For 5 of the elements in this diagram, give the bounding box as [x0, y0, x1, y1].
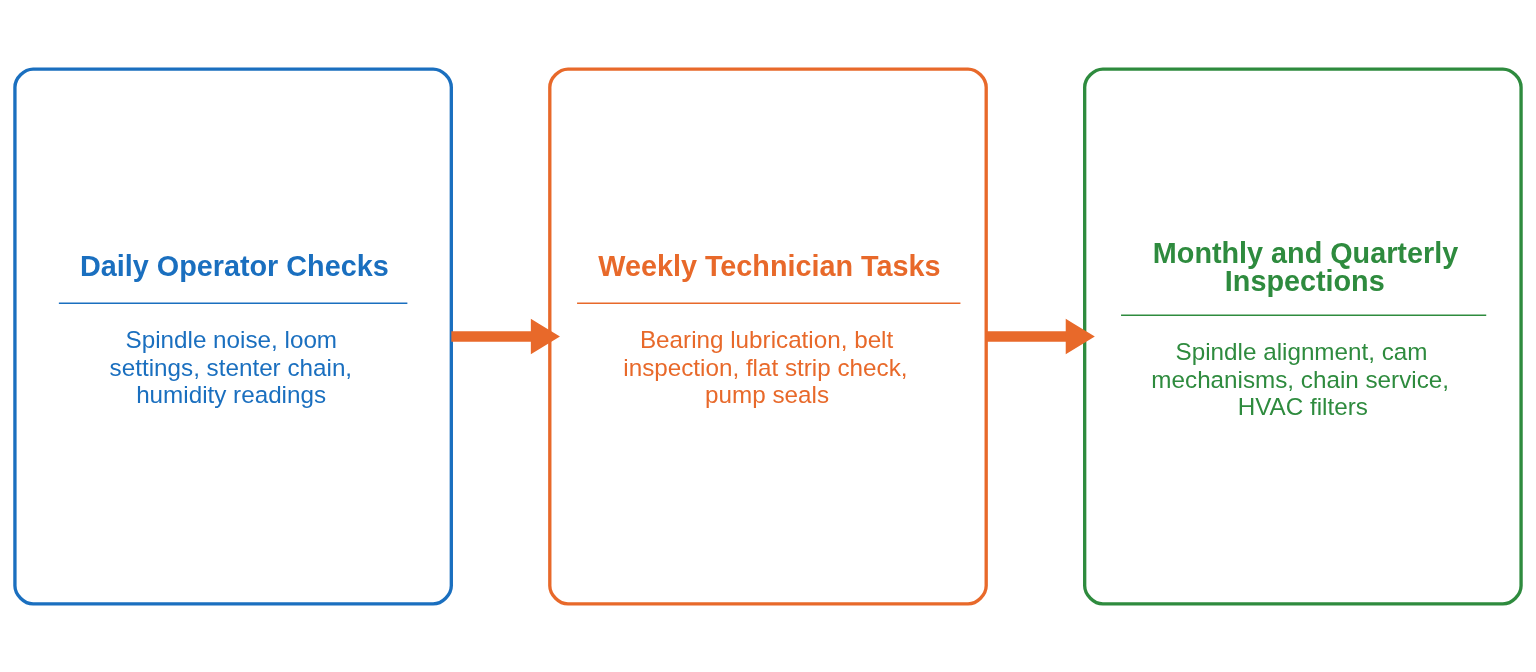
node-box: Monthly and Quarterly Inspections Spindle alignment, cam mechanisms, chain service, HVAC filters — [1083, 66, 1523, 606]
arrow — [451, 318, 560, 354]
node-box: Daily Operator Checks Spindle noise, loom settings, stenter chain, humidity readings — [13, 66, 453, 606]
arrow — [986, 318, 1095, 354]
node-box: Weekly Technician Tasks Bearing lubrication, belt inspection, flat strip check, pump seals — [548, 66, 988, 606]
